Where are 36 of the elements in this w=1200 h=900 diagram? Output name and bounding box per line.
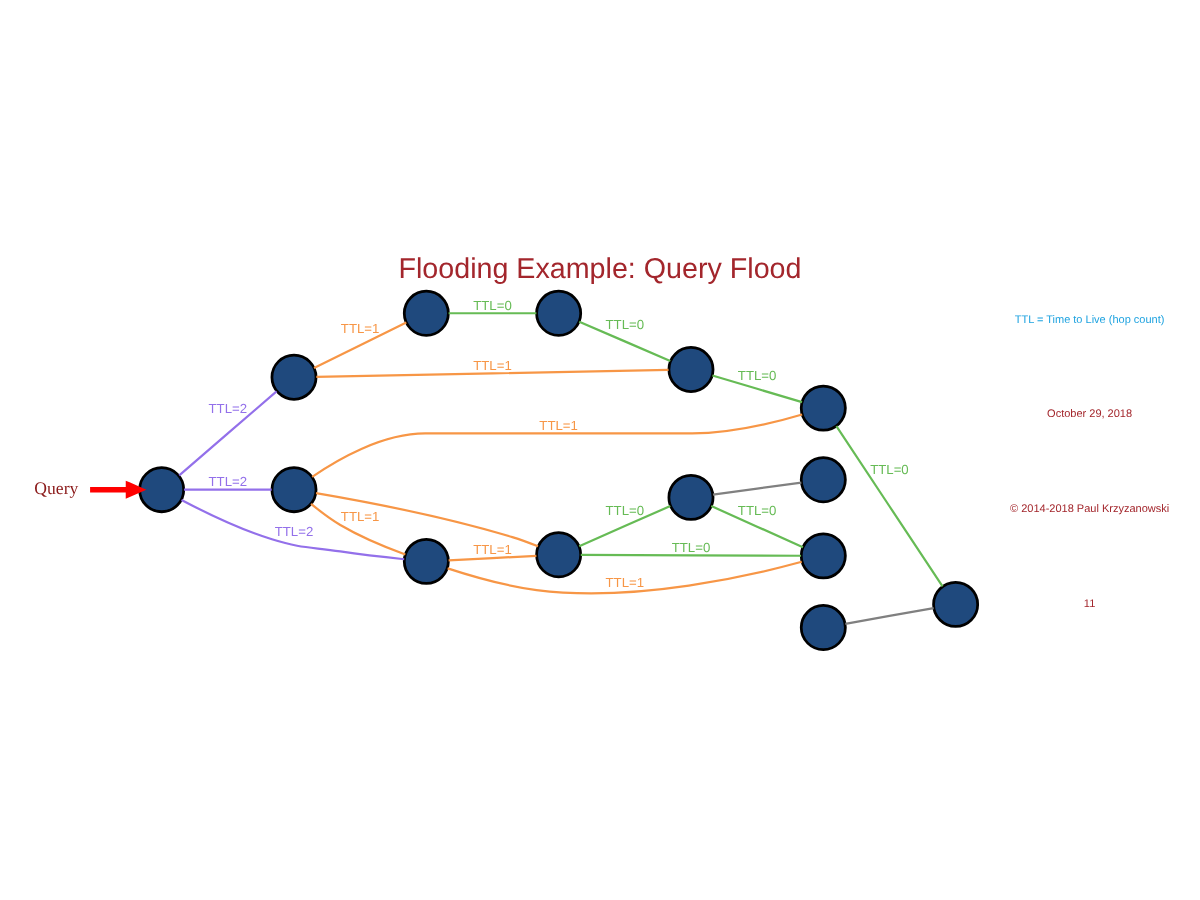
node-circle [270,466,318,514]
node-circle [138,466,186,514]
diagram-title: Flooding Example: Query Flood [398,253,802,286]
node-circle [535,289,583,337]
node-circle [270,353,318,401]
connector [310,503,406,556]
node-circle [535,531,583,579]
connector [316,368,669,378]
connector [183,488,272,491]
connector [845,607,934,625]
connector [448,554,537,562]
connector [178,390,278,477]
connector [712,481,802,496]
connector [181,499,405,561]
node-circle [667,474,715,521]
node-circle [667,346,715,393]
connector [315,492,539,548]
node-circle [402,537,450,585]
node-text: Query [34,477,79,498]
connector [311,413,803,478]
connector [313,321,407,369]
node-circle [402,289,450,337]
node-circle [799,456,847,504]
connector [580,553,802,557]
node-circle [799,384,847,432]
connector [447,560,803,595]
connector [712,374,803,404]
arrow [90,480,147,499]
connector [835,425,944,587]
connector [710,505,804,549]
node-circle [932,580,980,628]
node-circle [799,604,847,651]
connector [578,505,671,548]
connector [448,312,537,315]
node-circle [799,532,847,580]
connector [578,320,671,363]
